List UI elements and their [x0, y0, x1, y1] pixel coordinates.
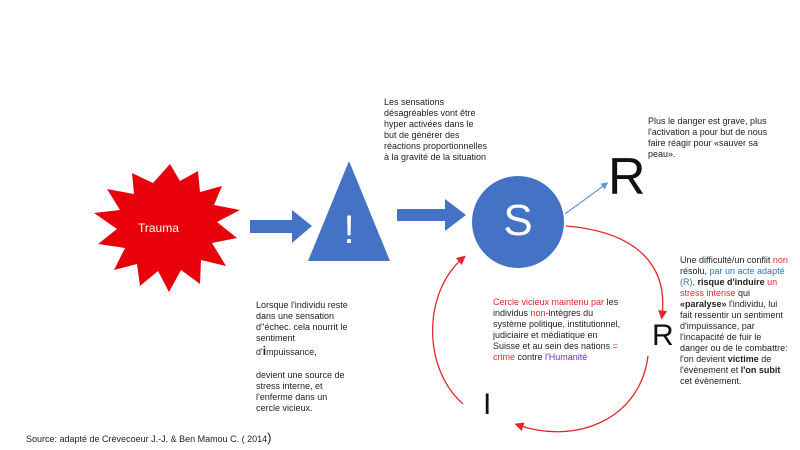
- stress-circle: [472, 176, 564, 268]
- rt-part: l'individu, lui fait ressentir un sentim…: [680, 299, 788, 364]
- rt-part: résolu,: [680, 266, 708, 276]
- danger-text: Plus le danger est grave, plus l'activat…: [648, 116, 768, 159]
- vicious-circle-text: Cercle vicieux maintenu par les individu…: [493, 297, 621, 363]
- stress-symbol: S: [503, 196, 533, 245]
- lt-part: devient une source de stress interne, et…: [256, 370, 345, 413]
- trauma-starburst: [94, 164, 240, 292]
- ct-part: non: [530, 308, 546, 318]
- rt-part: victime: [725, 354, 759, 364]
- trauma-label: Trauma: [138, 221, 179, 235]
- red-arrow-s-to-r: [565, 225, 668, 320]
- source-close: ): [267, 430, 272, 445]
- alarm-triangle: [308, 161, 390, 261]
- block-arrow-1: [250, 210, 312, 243]
- impotence-letter: I: [483, 388, 492, 421]
- response-letter-large: R: [608, 148, 646, 206]
- alarm-symbol: !: [343, 208, 355, 252]
- rt-part: cet évènement.: [680, 376, 742, 386]
- red-arrow-i-to-s: [431, 255, 466, 405]
- blue-arrow-line: [564, 182, 609, 215]
- rt-part: «paralyse»: [680, 299, 727, 309]
- block-arrow-2: [397, 199, 466, 231]
- ct-part: = crime: [493, 341, 618, 362]
- rt-part: un stress intense: [680, 277, 778, 298]
- red-arrow-r-to-i: [514, 355, 649, 433]
- source-text: Source: adapté de Crèvecoeur J.-J. & Ben…: [26, 434, 268, 444]
- rt-part: par un acte adapté (R),: [680, 266, 785, 287]
- ct-part: les individus: [493, 297, 619, 318]
- lt-part: mpuissance,: [266, 347, 317, 357]
- lt-part: d': [256, 347, 263, 357]
- lt-part: Lorsque l'individu reste dans une sensat…: [256, 300, 348, 343]
- rt-part: risque d'induire: [695, 277, 765, 287]
- right-explanation-text: Une difficulté/un conflit non résolu, pa…: [680, 255, 788, 387]
- rt-part: Une difficulté/un conflit: [680, 255, 771, 265]
- ct-part: contre: [515, 352, 546, 362]
- lt-part: i: [262, 344, 267, 358]
- rt-part: de l'évènement et: [680, 354, 772, 375]
- ct-part: -intègres du système politique, institut…: [493, 308, 621, 351]
- ct-part: Cercle vicieux maintenu par: [493, 297, 605, 307]
- rt-part: l'on subit: [738, 365, 781, 375]
- response-letter-small: R: [652, 319, 674, 352]
- sensations-text: Les sensations désagréables vont être hy…: [384, 97, 488, 162]
- left-explanation-text: Lorsque l'individu reste dans une sensat…: [256, 300, 352, 414]
- ct-part: l'Humanité: [545, 352, 588, 362]
- rt-part: qui: [735, 288, 751, 298]
- source-citation: Source: adapté de Crèvecoeur J.-J. & Ben…: [26, 431, 271, 446]
- rt-part: non: [772, 255, 788, 265]
